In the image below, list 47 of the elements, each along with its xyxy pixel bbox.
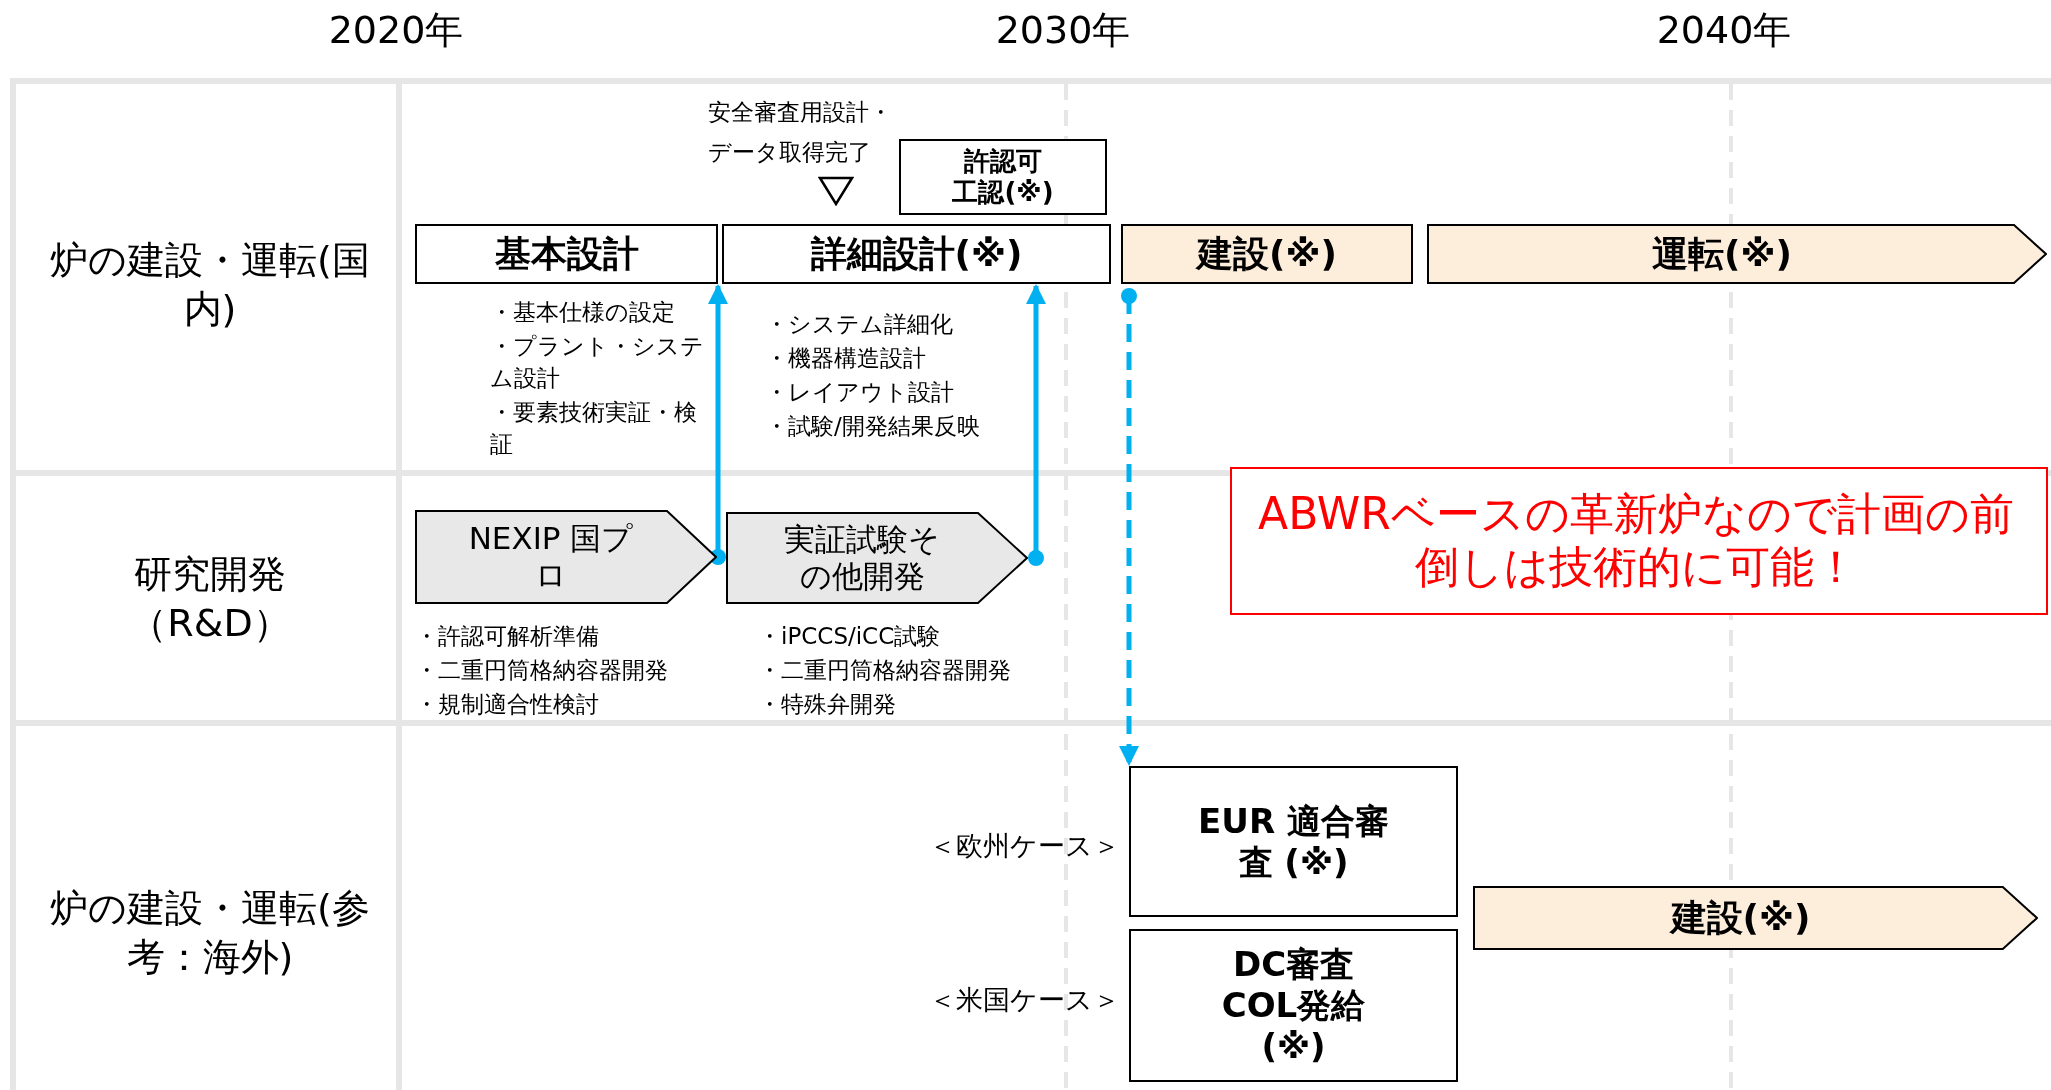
box-label: NEXIP 国プロ — [467, 519, 635, 595]
row-header: 炉の建設・運転(参考：海外) — [50, 885, 370, 982]
review-box — [1129, 929, 1458, 1082]
review-box — [1129, 766, 1458, 917]
row-header: 炉の建設・運転(国内) — [49, 237, 371, 334]
note-text: ABWRベースの革新炉なので計画の前倒しは技術的に可能！ — [1257, 488, 2015, 594]
box-label: 工認(※) — [952, 177, 1054, 209]
phase-arrow — [415, 510, 717, 604]
bullet-item: ・iPCCS/iCC試験 — [758, 622, 942, 651]
bullet-item: ・機器構造設計 — [765, 344, 927, 373]
bullet-item: ・プラント・システム設計 — [490, 332, 705, 394]
box-label: 運転(※) — [1652, 232, 1792, 276]
note-box — [1230, 467, 2048, 615]
connector-arrow — [1026, 284, 1046, 566]
case-label: ＜欧州ケース＞ — [928, 829, 1120, 863]
phase-box — [1121, 224, 1413, 284]
milestone-label: 安全審査用設計・データ取得完了 — [708, 98, 893, 168]
box-label: DC審査 COL発給 (※) — [1220, 944, 1367, 1067]
milestone-box — [899, 139, 1107, 215]
connector-arrow — [708, 284, 728, 565]
box-label: EUR 適合審査 (※) — [1197, 800, 1390, 883]
box-label: 建設(※) — [1197, 232, 1337, 276]
bullet-item: ・規制適合性検討 — [415, 690, 600, 719]
case-label: ＜米国ケース＞ — [928, 983, 1120, 1017]
row-header: 研究開発（R&D） — [128, 551, 292, 648]
box-label: 詳細設計(※) — [810, 232, 1023, 276]
bullet-item: ・基本仕様の設定 — [490, 298, 676, 327]
box-label: 建設(※) — [1670, 896, 1811, 940]
box-label: 基本設計 — [494, 232, 639, 276]
phase-arrow — [1473, 886, 2038, 950]
year-label: 2030年 — [994, 7, 1132, 54]
bullet-item: ・二重円筒格納容器開発 — [758, 656, 1012, 685]
bullet-item: ・レイアウト設計 — [765, 378, 955, 407]
year-label: 2020年 — [327, 7, 465, 54]
year-label: 2040年 — [1655, 7, 1793, 54]
phase-box — [415, 224, 718, 284]
phase-box — [722, 224, 1111, 284]
bullet-item: ・要素技術実証・検証 — [490, 398, 698, 460]
bullet-item: ・特殊弁開発 — [758, 690, 897, 719]
connector-arrow — [1119, 288, 1139, 766]
phase-arrow — [726, 512, 1028, 604]
box-label: 実証試験その他開発 — [783, 520, 941, 596]
bullet-item: ・システム詳細化 — [765, 310, 954, 339]
box-label: 許認可 — [964, 145, 1042, 177]
bullet-item: ・許認可解析準備 — [415, 622, 600, 651]
bullet-item: ・二重円筒格納容器開発 — [415, 656, 669, 685]
bullet-item: ・試験/開発結果反映 — [765, 412, 981, 441]
